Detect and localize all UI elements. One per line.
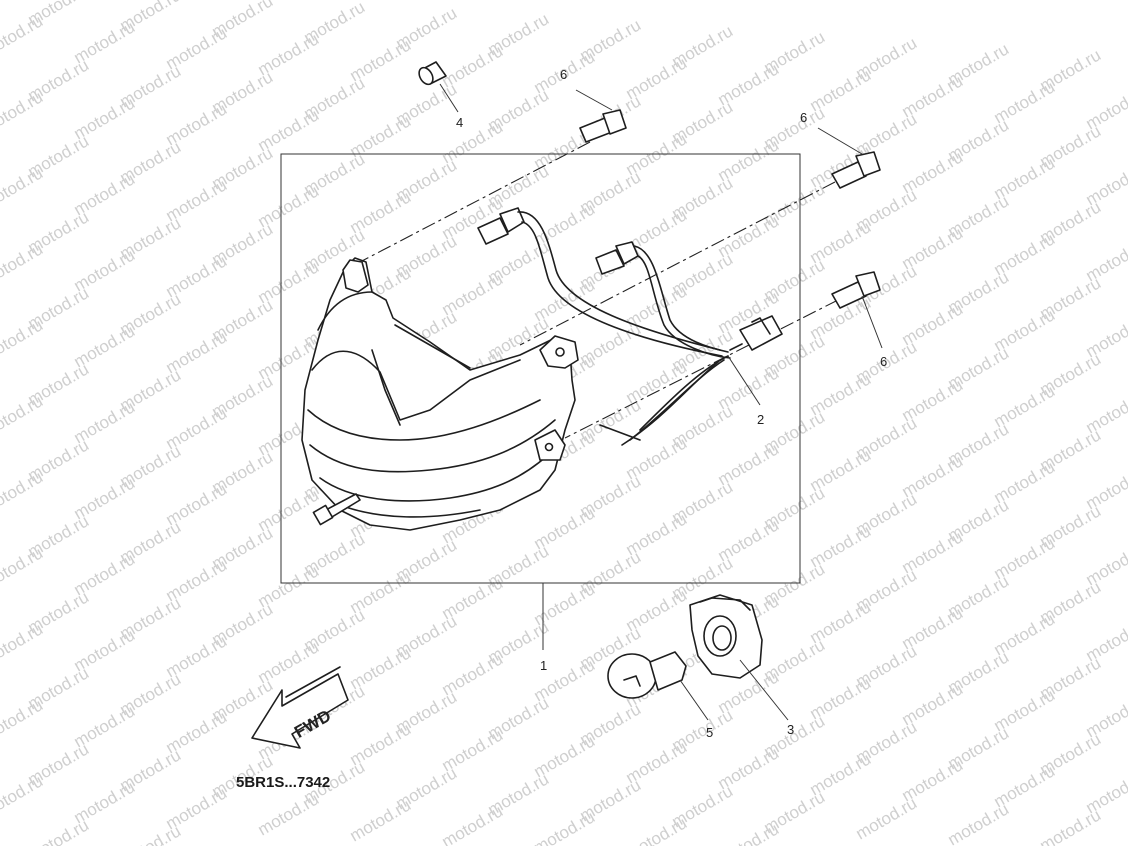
watermark-text: motod.ru (0, 543, 46, 593)
watermark-text: motod.ru (0, 315, 46, 365)
watermark-text: motod.ru (347, 795, 415, 845)
watermark-text: motod.ru (255, 789, 323, 839)
watermark-text: motod.ru (0, 771, 46, 821)
watermark-text: motod.ru (945, 799, 1013, 846)
watermark-text: motod.ru (0, 11, 46, 61)
watermark-text: motod.ru (0, 239, 46, 289)
watermark-text: motod.ru (0, 695, 46, 745)
headlight-housing (301, 257, 579, 531)
watermark-text: motod.ru (0, 163, 46, 213)
diagram-code: 5BR1S...7342 (236, 774, 330, 791)
watermark-text: motod.ru (531, 807, 599, 846)
bolt-6c (831, 271, 883, 349)
wiring-harness (477, 207, 783, 446)
watermark-text: motod.ru (853, 793, 921, 843)
watermark-text: motod.ru (25, 815, 93, 846)
watermark-text: motod.ru (1037, 805, 1105, 846)
bolt-6a (575, 89, 627, 143)
callout-labels: 1 2 3 4 5 6 6 6 (456, 67, 887, 740)
callout-4: 4 (456, 115, 463, 130)
position-bulb-4 (418, 61, 459, 113)
watermark-text: motod.ru (0, 391, 46, 441)
bolt-6b (817, 127, 881, 189)
callout-6b: 6 (800, 110, 807, 125)
callout-2: 2 (757, 412, 764, 427)
watermark-text: motod.ru (117, 821, 185, 846)
callout-3: 3 (787, 722, 794, 737)
watermark-text: motod.ru (0, 467, 46, 517)
alignment-lines (359, 141, 839, 439)
bulb-socket-3 (689, 594, 789, 721)
watermark-text: motod.ru (715, 819, 783, 846)
forward-arrow: FWD (251, 666, 349, 749)
callout-6c: 6 (880, 354, 887, 369)
watermark-text: motod.ru (0, 87, 46, 137)
watermark-text: motod.ru (623, 813, 691, 846)
callout-5: 5 (706, 725, 713, 740)
watermark-text: motod.ru (439, 801, 507, 846)
headlight-bulb-5 (607, 651, 709, 721)
assembly-frame (280, 153, 801, 584)
watermark-text: motod.ru (0, 619, 46, 669)
callout-6a: 6 (560, 67, 567, 82)
callout-1: 1 (540, 658, 547, 673)
